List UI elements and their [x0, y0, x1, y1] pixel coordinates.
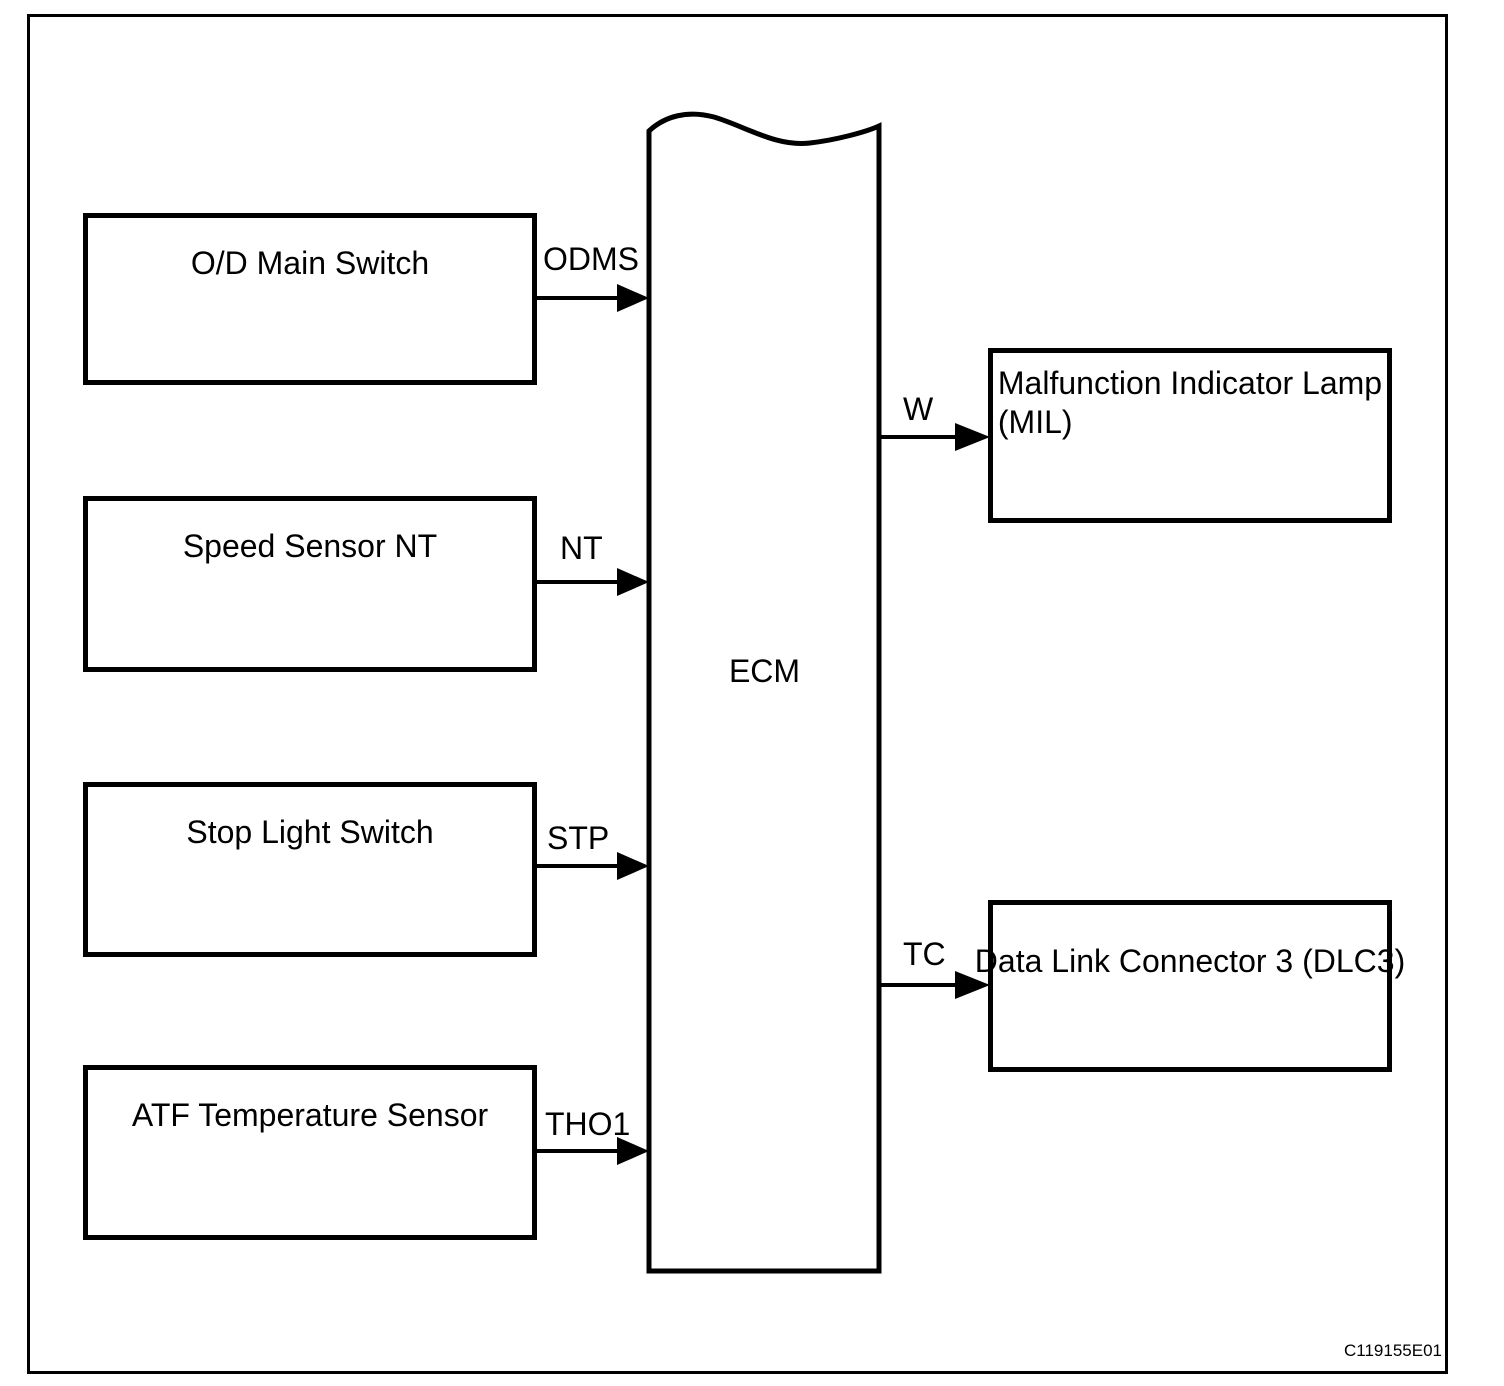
block-label-line1: Malfunction Indicator Lamp — [997, 365, 1383, 401]
arrow-stp — [537, 852, 649, 880]
signal-label-stp: STP — [547, 820, 610, 856]
block-label: O/D Main Switch — [190, 245, 430, 281]
block-label: Data Link Connector 3 (DLC3) — [974, 943, 1406, 979]
block-od-main-switch: O/D Main Switch — [83, 213, 537, 385]
signal-label-w: W — [903, 391, 934, 427]
block-label: ATF Temperature Sensor — [131, 1097, 489, 1133]
arrow-nt — [537, 568, 649, 596]
ecm-block-shape — [646, 111, 882, 1274]
arrow-tc — [881, 971, 990, 999]
block-data-link-connector-3: Data Link Connector 3 (DLC3) — [975, 900, 1405, 1072]
block-atf-temperature-sensor: ATF Temperature Sensor — [83, 1065, 537, 1240]
signal-label-odms: ODMS — [543, 241, 639, 277]
block-label-line2: (MIL) — [997, 404, 1073, 440]
arrow-odms — [537, 284, 649, 312]
block-malfunction-indicator-lamp: Malfunction Indicator Lamp (MIL) — [988, 348, 1392, 523]
ecm-block-label: ECM — [728, 653, 801, 689]
arrow-w — [881, 423, 990, 451]
arrow-tho1 — [537, 1137, 649, 1165]
signal-label-tc: TC — [903, 936, 946, 972]
diagram-border — [27, 14, 1448, 1374]
figure-code: C119155E01 — [1344, 1341, 1442, 1360]
signal-label-nt: NT — [560, 530, 603, 566]
block-label: Stop Light Switch — [186, 814, 434, 850]
block-speed-sensor-nt: Speed Sensor NT — [83, 496, 537, 672]
block-stop-light-switch: Stop Light Switch — [83, 782, 537, 957]
block-label: Speed Sensor NT — [182, 528, 438, 564]
block-label: Malfunction Indicator Lamp (MIL) — [998, 364, 1382, 518]
signal-label-tho1: THO1 — [545, 1106, 631, 1142]
